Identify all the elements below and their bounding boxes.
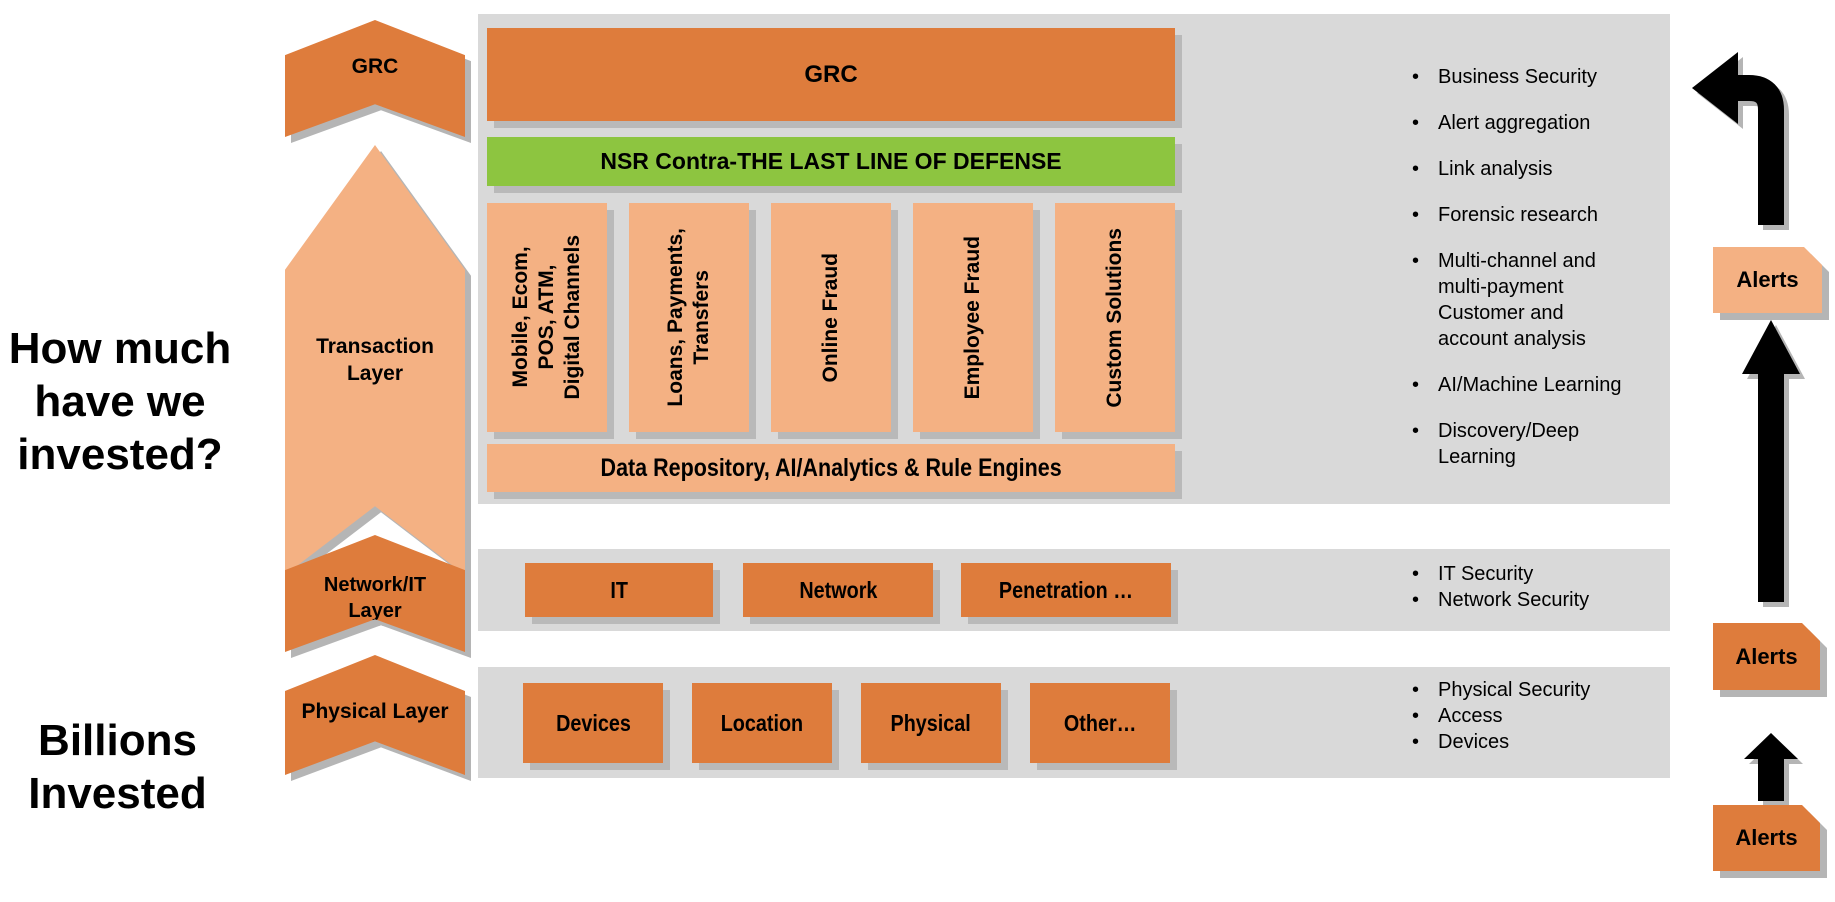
other-box: Other… — [1030, 683, 1170, 763]
bullet-multi-channel: Multi-channel and multi-payment Customer… — [1408, 248, 1658, 352]
chevron-physical-layer: Physical Layer — [285, 655, 465, 775]
network-bullet-list: IT Security Network Security — [1408, 561, 1658, 613]
bullet-physical-security: Physical Security — [1408, 677, 1658, 703]
data-repository-bar: Data Repository, AI/Analytics & Rule Eng… — [487, 444, 1175, 492]
bullet-link-analysis: Link analysis — [1408, 156, 1658, 182]
column-employee-fraud: Employee Fraud — [913, 203, 1033, 432]
chevron-physical-layer-label: Physical Layer — [301, 699, 449, 723]
physical-box: Physical — [861, 683, 1001, 763]
last-line-of-defense-label: NSR Contra-THE LAST LINE OF DEFENSE — [600, 148, 1062, 174]
network-box-label: Network — [798, 576, 878, 603]
data-repository-bar-label: Data Repository, AI/Analytics & Rule Eng… — [600, 453, 1062, 482]
elbow-arrow-icon — [1680, 40, 1790, 225]
chevron-transaction-layer: Transaction Layer — [285, 145, 465, 575]
devices-box-label: Devices — [555, 709, 631, 736]
column-online-fraud-label: Online Fraud — [819, 252, 842, 383]
bullet-discovery-deep-learning: Discovery/Deep Learning — [1408, 418, 1658, 470]
up-arrow-long-icon — [1742, 320, 1800, 602]
penetration-box: Penetration … — [961, 563, 1171, 617]
alerts-tag-middle-label: Alerts — [1713, 623, 1820, 690]
physical-layer-panel: Devices Location Physical Other… Physica… — [478, 667, 1670, 778]
grc-bar-label: GRC — [804, 60, 858, 88]
fraud-columns: Mobile, Ecom, POS, ATM, Digital Channels… — [487, 203, 1175, 432]
heading-how-much-invested: How much have we invested? — [8, 324, 232, 479]
alerts-tag-top: Alerts — [1713, 247, 1822, 313]
bullet-network-security: Network Security — [1408, 587, 1658, 613]
alerts-tag-top-label: Alerts — [1713, 247, 1822, 313]
column-loans-payments-label: Loans, Payments, Transfers — [664, 228, 713, 407]
penetration-box-label: Penetration … — [998, 576, 1134, 603]
column-loans-payments: Loans, Payments, Transfers — [629, 203, 749, 432]
location-box: Location — [692, 683, 832, 763]
transaction-layer-panel: GRC NSR Contra-THE LAST LINE OF DEFENSE … — [478, 14, 1670, 504]
chevron-network-it-layer: Network/IT Layer — [285, 535, 465, 652]
chevron-grc: GRC — [285, 20, 465, 137]
physical-box-label: Physical — [890, 709, 972, 736]
column-custom-solutions: Custom Solutions — [1055, 203, 1175, 432]
alerts-tag-bottom-label: Alerts — [1713, 805, 1820, 871]
up-arrow-short-icon — [1744, 733, 1798, 801]
bullet-it-security: IT Security — [1408, 561, 1658, 587]
grc-bar: GRC — [487, 28, 1175, 121]
column-digital-channels: Mobile, Ecom, POS, ATM, Digital Channels — [487, 203, 607, 432]
devices-box: Devices — [523, 683, 663, 763]
bullet-ai-machine-learning: AI/Machine Learning — [1408, 372, 1658, 398]
it-box: IT — [525, 563, 713, 617]
column-employee-fraud-label: Employee Fraud — [961, 235, 984, 400]
column-digital-channels-label: Mobile, Ecom, POS, ATM, Digital Channels — [509, 235, 584, 400]
physical-bullet-list: Physical Security Access Devices — [1408, 677, 1658, 755]
chevron-network-it-layer-label: Network/IT Layer — [323, 573, 427, 622]
bullet-alert-aggregation: Alert aggregation — [1408, 110, 1658, 136]
transaction-bullet-list: Business Security Alert aggregation Link… — [1408, 64, 1658, 490]
bullet-business-security: Business Security — [1408, 64, 1658, 90]
network-box: Network — [743, 563, 933, 617]
bullet-forensic-research: Forensic research — [1408, 202, 1658, 228]
bullet-devices: Devices — [1408, 729, 1658, 755]
bullet-access: Access — [1408, 703, 1658, 729]
it-box-label: IT — [610, 576, 628, 603]
column-online-fraud: Online Fraud — [771, 203, 891, 432]
location-box-label: Location — [720, 709, 804, 736]
column-custom-solutions-label: Custom Solutions — [1103, 227, 1126, 408]
heading-billions-invested: Billions Invested — [28, 716, 207, 818]
alerts-tag-middle: Alerts — [1713, 623, 1820, 690]
alerts-tag-bottom: Alerts — [1713, 805, 1820, 871]
chevron-grc-label: GRC — [351, 55, 399, 78]
network-it-layer-panel: IT Network Penetration … IT Security Net… — [478, 549, 1670, 631]
chevron-transaction-layer-label: Transaction Layer — [316, 335, 434, 385]
last-line-of-defense-bar: NSR Contra-THE LAST LINE OF DEFENSE — [487, 137, 1175, 186]
other-box-label: Other… — [1063, 709, 1137, 736]
